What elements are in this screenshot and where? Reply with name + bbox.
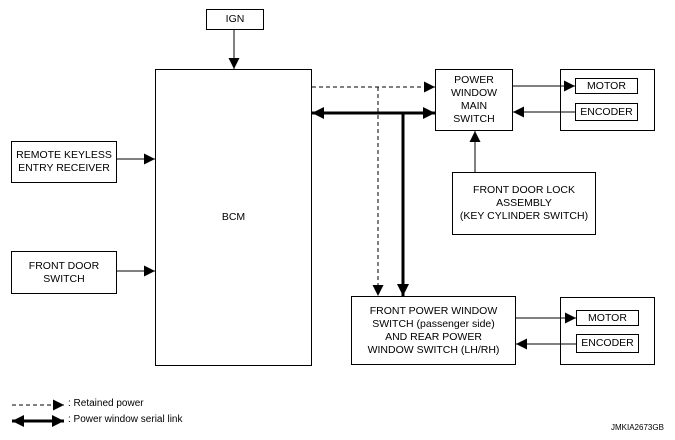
ign-label: IGN bbox=[225, 13, 245, 25]
legend-serial-link-label: : Power window serial link bbox=[68, 414, 183, 425]
rear-motor-label: MOTOR bbox=[588, 311, 627, 324]
bcm-block: BCM bbox=[155, 69, 312, 366]
front-motor-encoder-group bbox=[560, 69, 655, 131]
power-window-main-switch-block: POWER WINDOW MAIN SWITCH bbox=[435, 69, 513, 131]
ign-block: IGN bbox=[206, 9, 264, 30]
front-door-switch-block: FRONT DOOR SWITCH bbox=[11, 251, 117, 294]
front-motor-label: MOTOR bbox=[587, 79, 626, 92]
rear-encoder-label: ENCODER bbox=[581, 337, 634, 349]
front-door-switch-label: FRONT DOOR SWITCH bbox=[28, 259, 100, 285]
front-encoder-label: ENCODER bbox=[580, 105, 633, 118]
remote-keyless-label: REMOTE KEYLESS ENTRY RECEIVER bbox=[16, 149, 112, 174]
front-door-lock-assembly-block: FRONT DOOR LOCK ASSEMBLY (KEY CYLINDER S… bbox=[452, 172, 596, 235]
bcm-label: BCM bbox=[221, 211, 246, 223]
remote-keyless-entry-receiver-block: REMOTE KEYLESS ENTRY RECEIVER bbox=[11, 141, 117, 183]
front-door-lock-label: FRONT DOOR LOCK ASSEMBLY (KEY CYLINDER S… bbox=[459, 184, 589, 222]
legend-serial-link-left-head bbox=[12, 415, 24, 427]
front-power-window-switch-label: FRONT POWER WINDOW SWITCH (passenger sid… bbox=[367, 304, 500, 356]
front-encoder-block: ENCODER bbox=[575, 103, 638, 121]
rear-motor-encoder-group bbox=[560, 297, 655, 365]
rear-motor-block: MOTOR bbox=[576, 310, 639, 326]
power-window-main-switch-label: POWER WINDOW MAIN SWITCH bbox=[450, 74, 498, 125]
front-motor-block: MOTOR bbox=[575, 78, 638, 94]
rear-encoder-block: ENCODER bbox=[576, 334, 639, 353]
front-power-window-switch-passenger-block: FRONT POWER WINDOW SWITCH (passenger sid… bbox=[351, 296, 516, 365]
figure-code: JMKIA2673GB bbox=[611, 423, 664, 432]
legend-retained-power-label: : Retained power bbox=[68, 398, 144, 409]
